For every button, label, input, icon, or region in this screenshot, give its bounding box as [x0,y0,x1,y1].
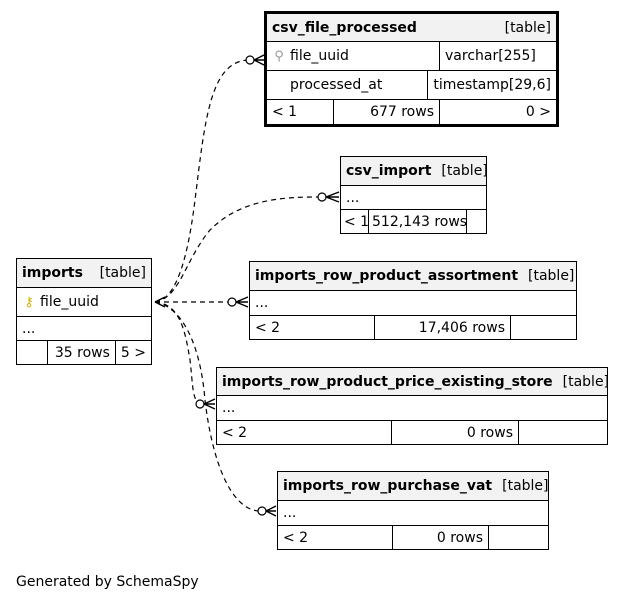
optional-marker [245,55,255,65]
row-count: 17,406 rows [374,316,510,339]
crowfoot-marker [325,191,340,203]
column-file-uuid[interactable]: ⚲ file_uuid [267,42,439,70]
columns-collapsed: ... [283,505,297,521]
optional-marker [257,506,267,516]
table-imports-row-purchase-vat[interactable]: imports_row_purchase_vat [table] ... < 2… [277,471,549,550]
columns-collapsed: ... [222,400,236,416]
row-count: 512,143 rows [368,210,467,233]
link-purchase-vat [154,301,259,512]
parents-count[interactable]: < 2 [283,529,309,546]
table-name[interactable]: imports_row_purchase_vat [283,478,493,494]
row-count: 0 rows [391,421,518,444]
table-name[interactable]: csv_import [346,163,432,179]
parents-count[interactable]: < 2 [222,424,248,441]
parents-count[interactable]: < 1 [272,104,298,120]
crowfoot-marker [154,296,166,308]
column-type: timestamp[29,6] [427,71,556,99]
table-name[interactable]: imports_row_product_assortment [255,268,519,284]
children-count[interactable]: 0 > [439,100,556,124]
table-name[interactable]: csv_file_processed [272,19,417,36]
children-count[interactable] [488,526,548,549]
table-imports-row-product-price-existing-store[interactable]: imports_row_product_price_existing_store… [216,367,609,445]
link-csv-import [154,196,319,303]
optional-marker [227,297,237,307]
column-type: varchar[255] [439,42,556,70]
children-count[interactable]: 5 > [114,341,151,364]
table-kind: [table] [502,478,549,494]
parents-count[interactable] [17,341,47,364]
column-name: file_uuid [40,294,99,310]
row-count: 677 rows [333,100,439,124]
parents-count[interactable]: < 2 [255,319,281,336]
table-kind: [table] [562,373,610,390]
table-kind: [table] [528,268,575,284]
columns-collapsed: ... [346,189,360,206]
foreign-key-icon: ⚲ [274,48,284,64]
row-count: 35 rows [46,341,115,364]
crowfoot-marker [265,505,277,517]
column-name: file_uuid [290,48,349,64]
children-count[interactable] [510,316,576,339]
table-csv-import[interactable]: csv_import [table] ... < 1 512,143 rows [340,156,488,234]
optional-marker [195,399,205,409]
column-processed-at[interactable]: processed_at [267,71,427,99]
optional-marker [317,192,327,202]
table-csv-file-processed[interactable]: csv_file_processed [table] ⚲ file_uuid v… [264,11,559,127]
crowfoot-marker [203,398,216,410]
link-price-existing-store [154,301,201,405]
crowfoot-marker [235,296,249,308]
table-imports[interactable]: imports [table] ⚷ file_uuid ... 35 rows … [16,258,152,365]
table-name[interactable]: imports_row_product_price_existing_store [222,373,553,390]
columns-collapsed: ... [255,295,269,311]
primary-key-icon: ⚷ [24,294,34,310]
children-count[interactable] [466,210,486,233]
table-name[interactable]: imports [22,265,83,281]
children-count[interactable] [518,421,607,444]
column-name: processed_at [290,77,383,93]
column-file-uuid[interactable]: ⚷ file_uuid [17,288,151,316]
table-kind: [table] [504,19,551,36]
row-count: 0 rows [392,526,488,549]
table-imports-row-product-assortment[interactable]: imports_row_product_assortment [table] .… [249,261,577,340]
crowfoot-marker [253,54,265,66]
table-kind: [table] [99,265,146,281]
generated-by-label: Generated by SchemaSpy [16,574,199,590]
columns-collapsed: ... [22,320,36,337]
parents-count[interactable]: < 1 [344,213,370,230]
table-kind: [table] [441,163,488,179]
link-csv-file-processed [154,59,249,303]
